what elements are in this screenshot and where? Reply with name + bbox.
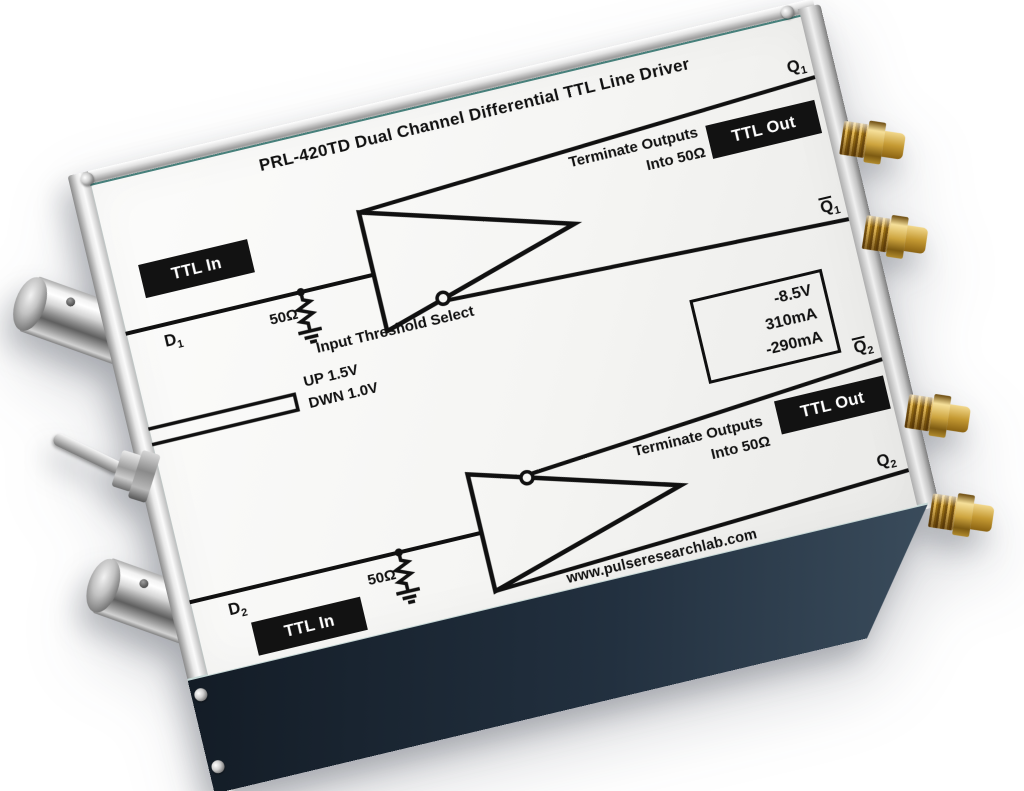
ground-ch2 xyxy=(395,586,421,605)
q1bar-line xyxy=(449,217,850,302)
threshold-callout-box xyxy=(143,392,301,448)
d2-line xyxy=(189,530,482,605)
junction-dot-ch1 xyxy=(296,288,305,297)
toggle-lever xyxy=(51,431,124,476)
faceplate-label: PRL-420TD Dual Channel Differential TTL … xyxy=(90,14,918,676)
sma-tip xyxy=(881,130,906,160)
d1-line xyxy=(125,272,375,336)
junction-dot-ch2 xyxy=(394,548,403,557)
circuit-schematic xyxy=(125,75,910,605)
resistor-ch1 xyxy=(293,291,318,332)
amp-triangle-ch2 xyxy=(464,472,689,595)
device-body: PRL-420TD Dual Channel Differential TTL … xyxy=(6,0,995,791)
q2bar-line xyxy=(531,357,883,476)
inverter-bubble-ch2 xyxy=(519,469,535,486)
sma-tip xyxy=(946,404,972,434)
ground-ch1 xyxy=(297,326,323,344)
inverter-bubble-ch1 xyxy=(435,290,451,307)
amp-triangle-ch1 xyxy=(356,210,583,335)
sma-tip xyxy=(903,225,929,255)
q1-line xyxy=(358,75,816,215)
sma-tip xyxy=(970,503,995,533)
resistor-ch2 xyxy=(391,552,416,592)
sma-connector-q2 xyxy=(927,489,1002,541)
q2-line xyxy=(494,468,910,594)
